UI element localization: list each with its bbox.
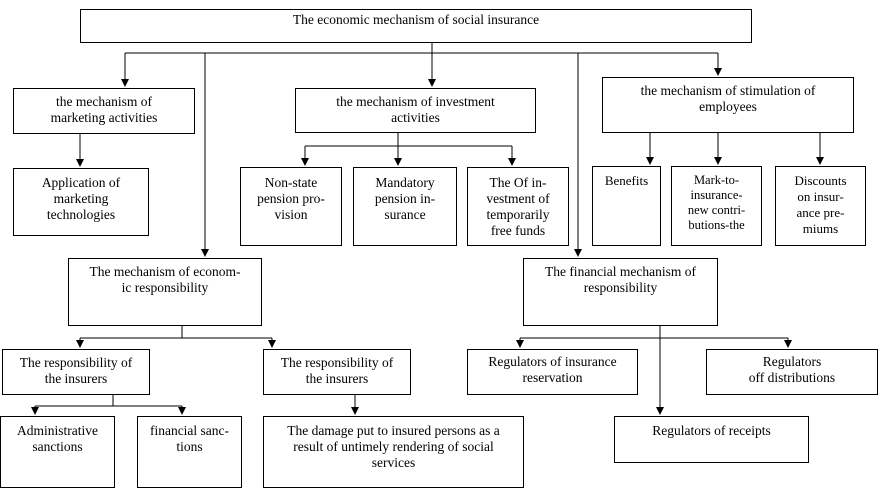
root-node: The economic mechanism of social insuran… [80,9,752,43]
marketing-activities-node: the mechanism of marketing activities [13,88,195,134]
administrative-sanctions-node: Administrative sanctions [0,416,115,488]
insurance-reservation-regulators-node: Regulators of insurance reservation [467,349,638,395]
insurers-responsibility-left-node: The responsibility of the insurers [2,349,150,395]
employee-stimulation-node: the mechanism of stimulation of employee… [602,77,854,133]
insurers-responsibility-right-node: The responsibility of the insurers [263,349,411,395]
free-funds-investment-node: The Of in- vestment of temporarily free … [467,167,569,246]
mark-to-insurance-node: Mark-to- insurance- new contri- butions-… [671,166,762,246]
investment-activities-node: the mechanism of investment activities [295,88,536,133]
mandatory-pension-node: Mandatory pension in- surance [353,167,457,246]
financial-sanctions-node: financial sanc- tions [137,416,242,488]
marketing-technologies-node: Application of marketing technologies [13,168,149,236]
financial-responsibility-node: The financial mechanism of responsibilit… [523,258,718,326]
benefits-node: Benefits [592,166,661,246]
damage-insured-persons-node: The damage put to insured persons as a r… [263,416,524,488]
premium-discounts-node: Discounts on insur- ance pre- miums [775,166,866,246]
receipts-regulators-node: Regulators of receipts [614,416,809,463]
nonstate-pension-node: Non-state pension pro- vision [240,167,342,246]
distribution-regulators-node: Regulators off distributions [706,349,878,395]
economic-responsibility-node: The mechanism of econom- ic responsibili… [68,258,262,326]
